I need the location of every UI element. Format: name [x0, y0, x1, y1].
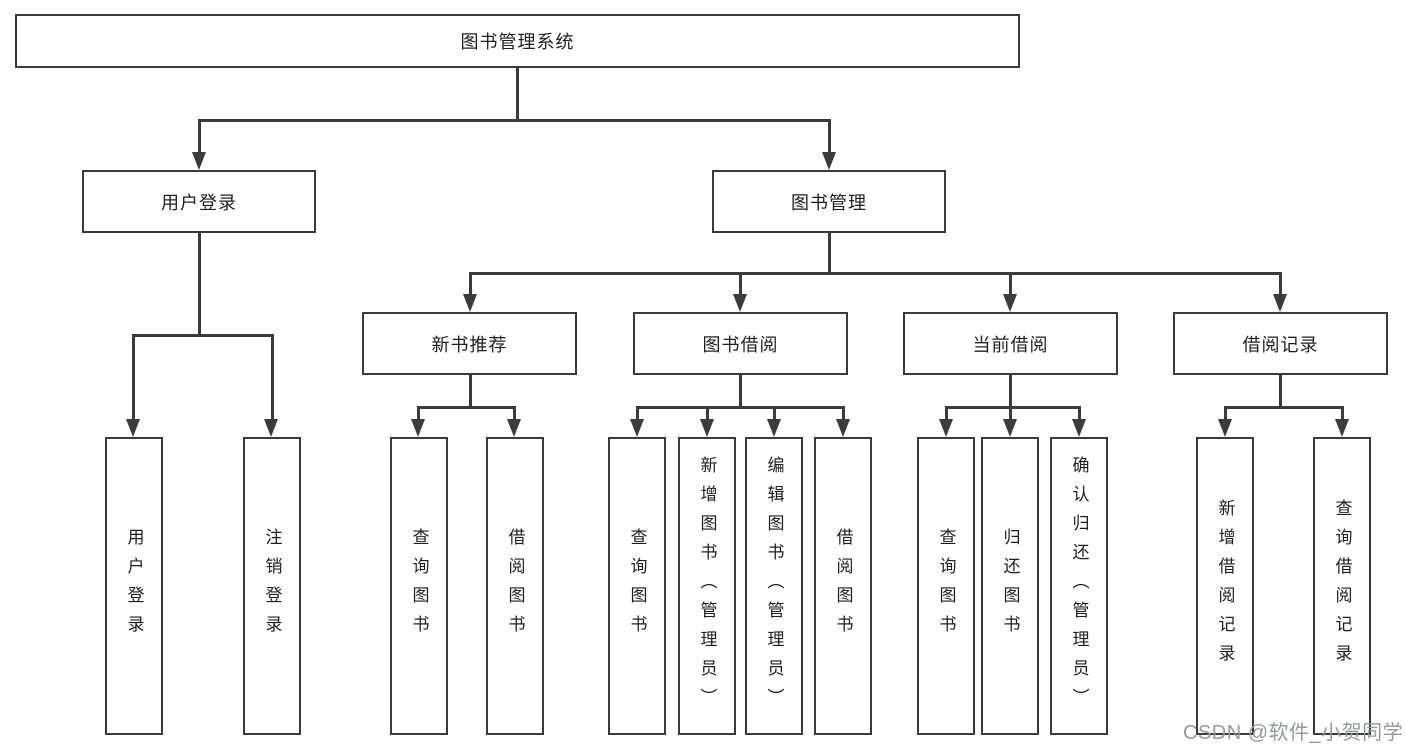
leaf-add-book-admin: 新增图书（管理员） — [678, 437, 736, 735]
connector-vline — [1224, 406, 1227, 422]
connector-vline — [739, 272, 742, 298]
arrowhead-down-icon — [630, 419, 644, 437]
connector-hline — [1224, 406, 1343, 409]
connector-vline — [1341, 406, 1344, 422]
connector-vline — [516, 66, 519, 120]
arrowhead-down-icon — [126, 419, 140, 437]
arrowhead-down-icon — [939, 419, 953, 437]
arrowhead-down-icon — [700, 419, 714, 437]
arrowhead-down-icon — [264, 419, 278, 437]
arrowhead-down-icon — [733, 294, 747, 312]
connector-vline — [417, 406, 420, 422]
node-current-borrowing: 当前借阅 — [903, 312, 1118, 375]
connector-vline — [1078, 406, 1081, 422]
arrowhead-down-icon — [1003, 294, 1017, 312]
connector-vline — [1009, 374, 1012, 408]
connector-vline — [1279, 272, 1282, 298]
connector-hline — [198, 119, 830, 122]
connector-vline — [842, 406, 845, 422]
leaf-query-books-1: 查询图书 — [390, 437, 448, 735]
connector-hline — [469, 272, 1281, 275]
arrowhead-down-icon — [1072, 419, 1086, 437]
connector-hline — [636, 406, 844, 409]
connector-hline — [132, 334, 273, 337]
node-book-management: 图书管理 — [712, 170, 946, 233]
arrowhead-down-icon — [822, 152, 836, 170]
leaf-add-borrow-record: 新增借阅记录 — [1196, 437, 1254, 735]
node-new-book-recommendation: 新书推荐 — [362, 312, 577, 375]
arrowhead-down-icon — [836, 419, 850, 437]
leaf-query-borrow-record: 查询借阅记录 — [1313, 437, 1371, 735]
connector-vline — [773, 406, 776, 422]
connector-vline — [198, 119, 201, 156]
leaf-borrow-books-2: 借阅图书 — [814, 437, 872, 735]
connector-vline — [739, 374, 742, 408]
connector-vline — [469, 374, 472, 408]
arrowhead-down-icon — [1335, 419, 1349, 437]
connector-hline — [945, 406, 1080, 409]
arrowhead-down-icon — [1273, 294, 1287, 312]
leaf-query-books-3: 查询图书 — [917, 437, 975, 735]
leaf-logout: 注销登录 — [243, 437, 301, 735]
connector-vline — [1009, 272, 1012, 298]
connector-vline — [1009, 406, 1012, 422]
connector-vline — [706, 406, 709, 422]
arrowhead-down-icon — [1003, 419, 1017, 437]
arrowhead-down-icon — [192, 152, 206, 170]
node-library-management-system: 图书管理系统 — [15, 14, 1020, 68]
arrowhead-down-icon — [507, 419, 521, 437]
connector-vline — [828, 232, 831, 274]
arrowhead-down-icon — [767, 419, 781, 437]
connector-vline — [271, 334, 274, 422]
connector-hline — [418, 406, 516, 409]
connector-vline — [132, 334, 135, 422]
connector-vline — [636, 406, 639, 422]
connector-vline — [469, 272, 472, 298]
arrowhead-down-icon — [411, 419, 425, 437]
node-book-borrowing: 图书借阅 — [633, 312, 848, 375]
node-user-login: 用户登录 — [82, 170, 316, 233]
leaf-user-login: 用户登录 — [105, 437, 163, 735]
leaf-return-books: 归还图书 — [981, 437, 1039, 735]
connector-vline — [1279, 374, 1282, 408]
arrowhead-down-icon — [463, 294, 477, 312]
connector-vline — [945, 406, 948, 422]
node-borrowing-records: 借阅记录 — [1173, 312, 1388, 375]
leaf-confirm-return-admin: 确认归还（管理员） — [1050, 437, 1108, 735]
leaf-edit-book-admin: 编辑图书（管理员） — [745, 437, 803, 735]
arrowhead-down-icon — [1218, 419, 1232, 437]
leaf-query-books-2: 查询图书 — [608, 437, 666, 735]
connector-vline — [828, 119, 831, 156]
connector-vline — [198, 232, 201, 335]
leaf-borrow-books-1: 借阅图书 — [486, 437, 544, 735]
csdn-watermark: CSDN @软件_小贺同学 — [1183, 722, 1404, 744]
connector-vline — [513, 406, 516, 422]
